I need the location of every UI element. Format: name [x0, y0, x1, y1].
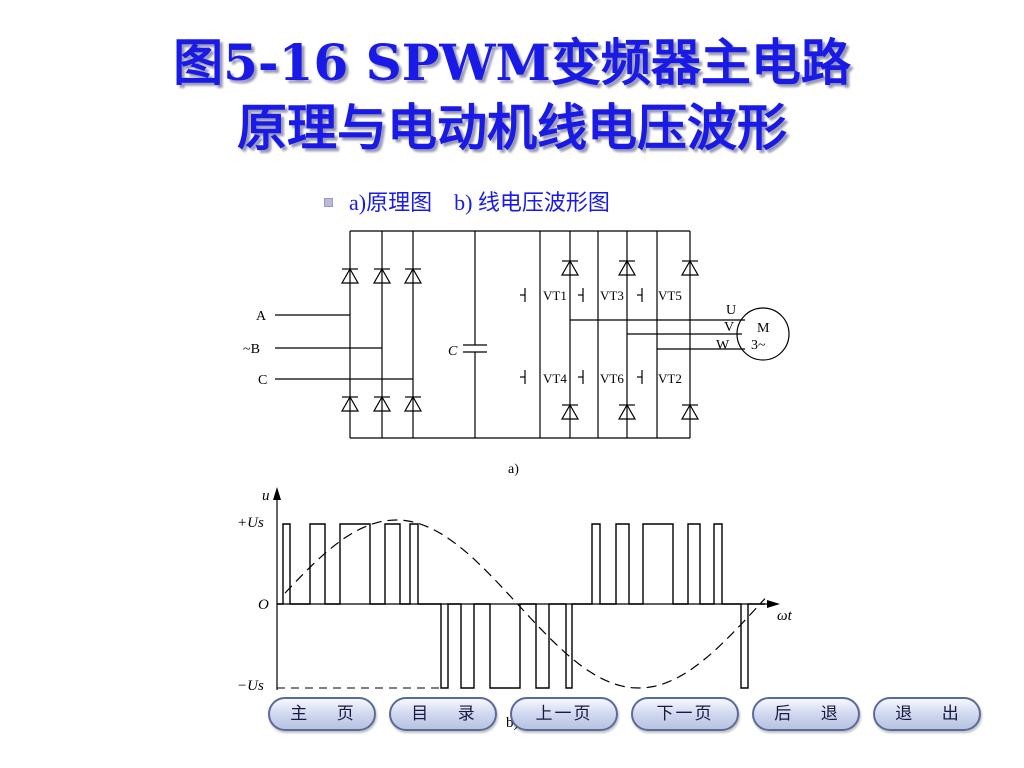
transistor-label-vt2: VT2 — [658, 371, 682, 386]
output-label-v: V — [724, 320, 734, 335]
back-button[interactable]: 后 退 — [752, 697, 860, 731]
transistor-symbols — [520, 288, 643, 384]
x-axis-arrow-icon — [767, 600, 780, 608]
caption-part-a: a)原理图 — [349, 190, 433, 215]
transistor-label-vt5: VT5 — [658, 288, 682, 303]
pwm-pulse-train — [277, 523, 765, 689]
motor-phase-label: 3~ — [751, 338, 766, 353]
circuit-diagram — [275, 230, 790, 439]
figure-caption: a)原理图 b) 线电压波形图 — [324, 188, 610, 218]
origin-label: O — [258, 597, 269, 613]
transistor-label-vt4: VT4 — [543, 371, 567, 386]
minus-level-label: −Us — [237, 678, 264, 694]
plus-level-label: +Us — [237, 515, 264, 531]
motor-label: M — [757, 321, 770, 336]
contents-button[interactable]: 目 录 — [389, 697, 497, 731]
input-label-a: A — [256, 309, 267, 324]
caption-part-b: b) 线电压波形图 — [454, 190, 610, 215]
input-label-b: ~B — [243, 342, 260, 357]
circuit-sublabel: a) — [508, 462, 519, 477]
page-title-line-1: 图5-16 SPWM变频器主电路 — [173, 33, 851, 92]
freewheel-diodes — [561, 260, 699, 420]
transistor-label-vt3: VT3 — [600, 288, 624, 303]
reference-sine-wave — [284, 519, 766, 689]
input-label-c: C — [258, 373, 267, 388]
capacitor-label: C — [448, 344, 458, 359]
navigation-bar: 主 页 目 录 上一页 下一页 后 退 退 出 — [268, 697, 981, 733]
x-axis-label: ωt — [777, 608, 793, 624]
transistor-label-vt6: VT6 — [600, 371, 624, 386]
waveform-plot: u ωt +Us −Us O b) — [237, 487, 793, 731]
previous-page-button[interactable]: 上一页 — [510, 697, 618, 731]
bullet-icon — [324, 198, 333, 208]
transistor-label-vt1: VT1 — [543, 288, 567, 303]
next-page-button[interactable]: 下一页 — [631, 697, 739, 731]
y-axis-arrow-icon — [273, 487, 281, 500]
y-axis-label: u — [262, 488, 270, 504]
output-label-w: W — [716, 338, 730, 353]
exit-button[interactable]: 退 出 — [873, 697, 981, 731]
home-button[interactable]: 主 页 — [268, 697, 376, 731]
output-label-u: U — [726, 303, 736, 318]
page-title-line-2: 原理与电动机线电压波形 — [237, 98, 787, 157]
